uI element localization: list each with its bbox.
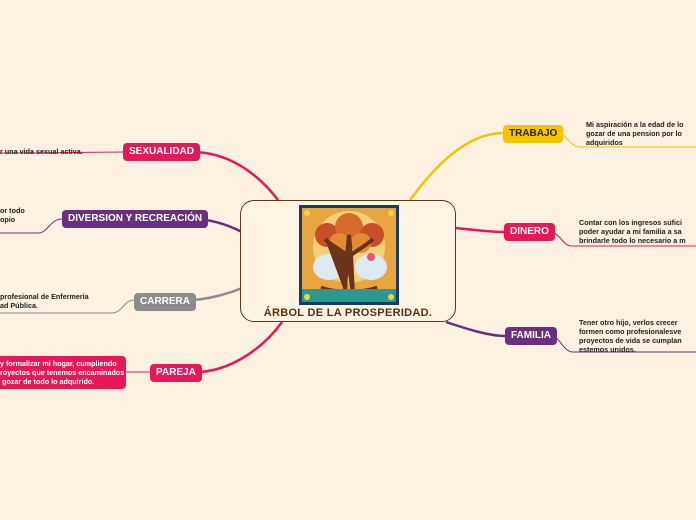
sublink-sexualidad: [0, 151, 124, 154]
central-title: ÁRBOL DE LA PROSPERIDAD.: [263, 307, 433, 319]
note-trabajo: Mi aspiración a la edad de lo gozar de u…: [586, 120, 684, 147]
central-node[interactable]: ÁRBOL DE LA PROSPERIDAD.: [240, 200, 456, 322]
link-trabajo: [408, 131, 504, 201]
topic-trabajo[interactable]: TRABAJO: [503, 125, 564, 143]
topic-dinero[interactable]: DINERO: [504, 223, 555, 241]
sublink-carrera: [0, 299, 135, 314]
topic-diversion[interactable]: DIVERSION Y RECREACIÓN: [62, 210, 209, 228]
link-dinero: [455, 226, 505, 234]
tree-of-life-image: [299, 205, 399, 305]
link-familia: [445, 320, 506, 338]
link-sexualidad: [191, 150, 279, 201]
note-sexualidad: r una vida sexual activa.: [0, 147, 83, 156]
note-dinero: Contar con los ingresos sufici poder ayu…: [579, 218, 686, 245]
note-carrera: profesional de Enfermería ad Pública.: [0, 292, 89, 310]
note-pareja: y formalizar mi hogar, cumpliendo royect…: [0, 359, 125, 386]
sublink-diversion: [0, 218, 63, 234]
link-pareja: [195, 321, 284, 374]
topic-pareja[interactable]: PAREJA: [150, 364, 202, 382]
note-box-pareja: y formalizar mi hogar, cumpliendo royect…: [0, 356, 126, 389]
topic-familia[interactable]: FAMILIA: [505, 327, 557, 345]
link-carrera: [189, 286, 243, 302]
topic-carrera[interactable]: CARRERA: [134, 293, 196, 311]
topic-sexualidad[interactable]: SEXUALIDAD: [123, 143, 201, 161]
note-diversion: or todo opio: [0, 206, 25, 224]
note-familia: Tener otro hijo, verlos crecer formen co…: [579, 318, 682, 354]
